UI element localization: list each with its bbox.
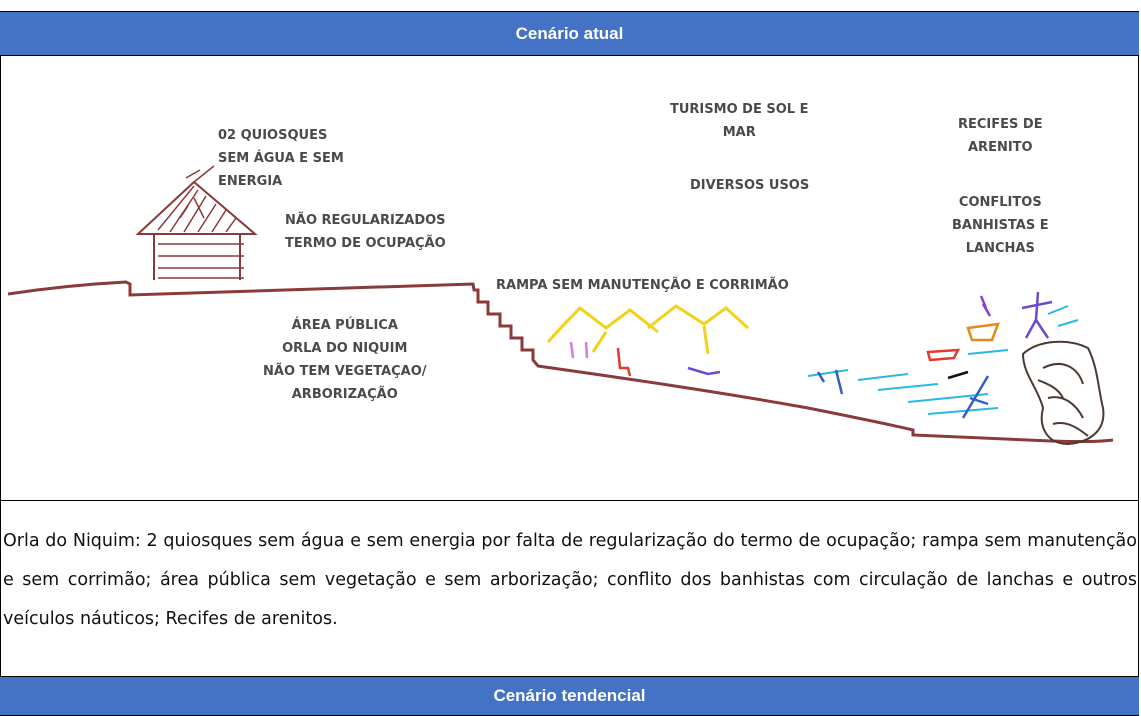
sketch-illustration: 02 QUIOSQUES SEM ÁGUA E SEM ENERGIA NÃO …	[8, 58, 1133, 458]
label-public-area: ÁREA PÚBLICA ORLA DO NIQUIM NÃO TEM VEGE…	[263, 318, 427, 402]
water-lines	[807, 305, 1079, 415]
sketch-drawing	[8, 165, 1114, 446]
label-uses: DIVERSOS USOS	[690, 178, 810, 193]
label-ramp: RAMPA SEM MANUTENÇÃO E CORRIMÃO	[496, 278, 789, 293]
table-top-strip	[0, 0, 1139, 11]
ground-profile-line	[8, 280, 1114, 443]
reef-rock	[1021, 340, 1105, 446]
beach-people	[569, 341, 721, 377]
label-regularization: NÃO REGULARIZADOS TERMO DE OCUPAÇÃO	[285, 213, 446, 251]
beach-umbrellas	[546, 304, 750, 355]
boats-swimmers	[816, 291, 1053, 419]
header-current-label: Cenário atual	[515, 23, 624, 43]
scenario-description: Orla do Niquim: 2 quiosques sem água e s…	[3, 531, 1137, 629]
header-trend-scenario: Cenário tendencial	[0, 676, 1139, 716]
header-trend-label: Cenário tendencial	[493, 686, 646, 705]
section-divider	[0, 500, 1139, 501]
label-reefs: RECIFES DE ARENITO	[958, 117, 1043, 155]
label-kiosks: 02 QUIOSQUES SEM ÁGUA E SEM ENERGIA	[218, 128, 344, 189]
label-conflicts: CONFLITOS BANHISTAS E LANCHAS	[952, 195, 1049, 256]
header-current-scenario: Cenário atual	[0, 11, 1139, 56]
label-tourism: TURISMO DE SOL E MAR	[670, 102, 809, 140]
kiosk-drawing	[135, 165, 258, 280]
